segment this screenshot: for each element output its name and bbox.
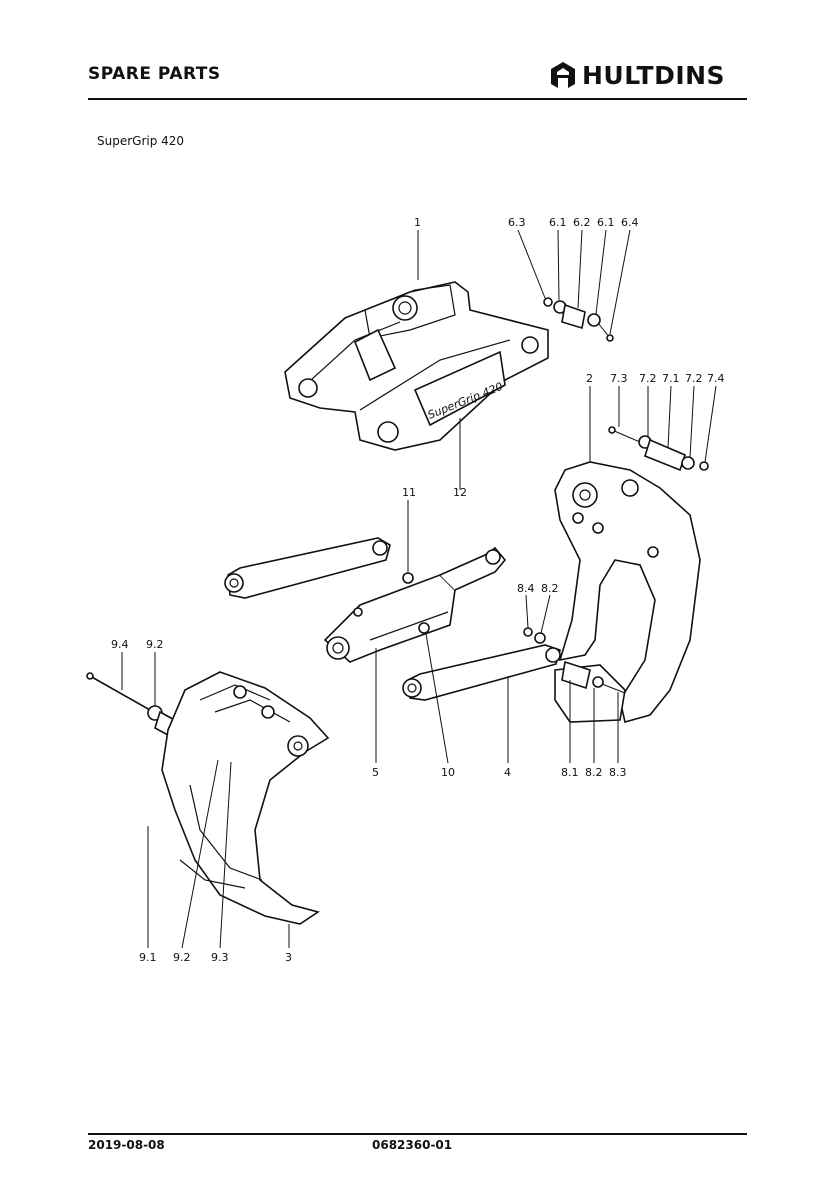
part-10-nipple [418, 622, 430, 634]
callout-8-2-b: 8.2 [585, 766, 603, 779]
callout-8-4: 8.4 [517, 582, 535, 595]
callout-labels: 1 6.3 6.1 6.2 6.1 6.4 2 7.3 7.2 7.1 7.2 … [111, 216, 725, 964]
part-3-grip-arm [161, 671, 330, 925]
callout-6-3: 6.3 [508, 216, 526, 229]
callout-9-2-a: 9.2 [146, 638, 164, 651]
callout-11: 11 [402, 486, 416, 499]
brand-name: HULTDINS [582, 60, 726, 90]
callout-8-3: 8.3 [609, 766, 627, 779]
part-4-link-rod [402, 644, 561, 701]
part-8-pin-set [523, 627, 626, 694]
model-name: SuperGrip 420 [97, 134, 185, 148]
footer-doc-number: 0682360-01 [372, 1138, 453, 1152]
brand-logo: HULTDINS [548, 60, 725, 90]
callout-7-1: 7.1 [662, 372, 680, 385]
brand-mark-icon [551, 62, 575, 88]
callout-7-2-b: 7.2 [685, 372, 703, 385]
page-title: SPARE PARTS [88, 64, 221, 84]
callout-9-2-b: 9.2 [173, 951, 191, 964]
footer-divider [88, 1133, 747, 1135]
callout-leaders [121, 229, 717, 949]
callout-12: 12 [453, 486, 467, 499]
callout-8-1: 8.1 [561, 766, 579, 779]
part-6-pin-set [543, 297, 614, 342]
callout-6-4: 6.4 [621, 216, 639, 229]
header-divider [88, 98, 747, 100]
callout-9-4: 9.4 [111, 638, 129, 651]
callout-7-3: 7.3 [610, 372, 628, 385]
part-11-nipple [402, 572, 414, 584]
callout-9-1: 9.1 [139, 951, 157, 964]
callout-6-2: 6.2 [573, 216, 591, 229]
callout-1: 1 [414, 216, 421, 229]
callout-2: 2 [586, 372, 593, 385]
callout-8-2-a: 8.2 [541, 582, 559, 595]
part-upper-link-rod [224, 537, 391, 599]
callout-6-1-a: 6.1 [549, 216, 567, 229]
callout-7-2-a: 7.2 [639, 372, 657, 385]
part-1-link-frame: SuperGrip 420 [284, 281, 549, 451]
footer-date: 2019-08-08 [88, 1138, 165, 1152]
callout-7-4: 7.4 [707, 372, 725, 385]
callout-4: 4 [504, 766, 511, 779]
callout-9-3: 9.3 [211, 951, 229, 964]
callout-6-1-b: 6.1 [597, 216, 615, 229]
part-7-pin-set [608, 426, 709, 472]
callout-10: 10 [441, 766, 455, 779]
part-5-cylinder [323, 546, 507, 663]
callout-5: 5 [372, 766, 379, 779]
callout-3: 3 [285, 951, 292, 964]
